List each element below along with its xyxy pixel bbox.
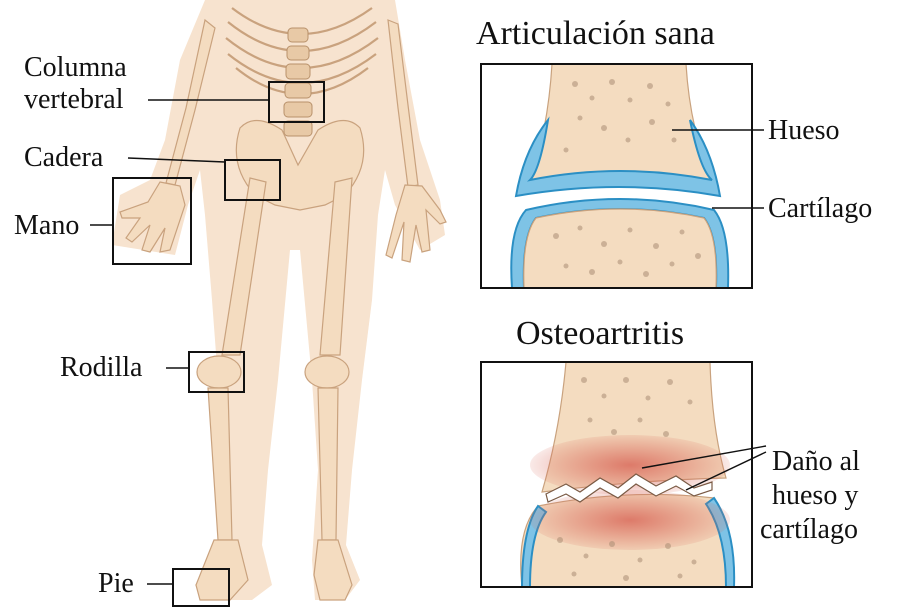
oa-joint-illustration [481, 362, 752, 587]
healthy-joint-title: Articulación sana [476, 15, 715, 52]
label-dano-line1: Daño al [772, 446, 860, 477]
right-shin [318, 388, 338, 540]
label-dano-line3: cartílago [760, 514, 858, 545]
label-pie: Pie [98, 568, 134, 599]
label-rodilla: Rodilla [60, 352, 143, 383]
oa-joint-title: Osteoartritis [516, 315, 684, 352]
label-columna-line1: Columna [24, 52, 127, 83]
label-mano: Mano [14, 210, 79, 241]
left-knee [197, 356, 241, 388]
label-dano-line2: hueso y [772, 480, 858, 511]
healthy-joint-illustration [481, 64, 752, 288]
skeleton-figure [112, 0, 446, 600]
label-cadera: Cadera [24, 142, 104, 173]
label-hueso: Hueso [768, 115, 840, 146]
label-cartilago: Cartílago [768, 193, 872, 224]
label-columna-line2: vertebral [24, 84, 124, 115]
left-shin [208, 388, 232, 540]
right-knee [305, 356, 349, 388]
